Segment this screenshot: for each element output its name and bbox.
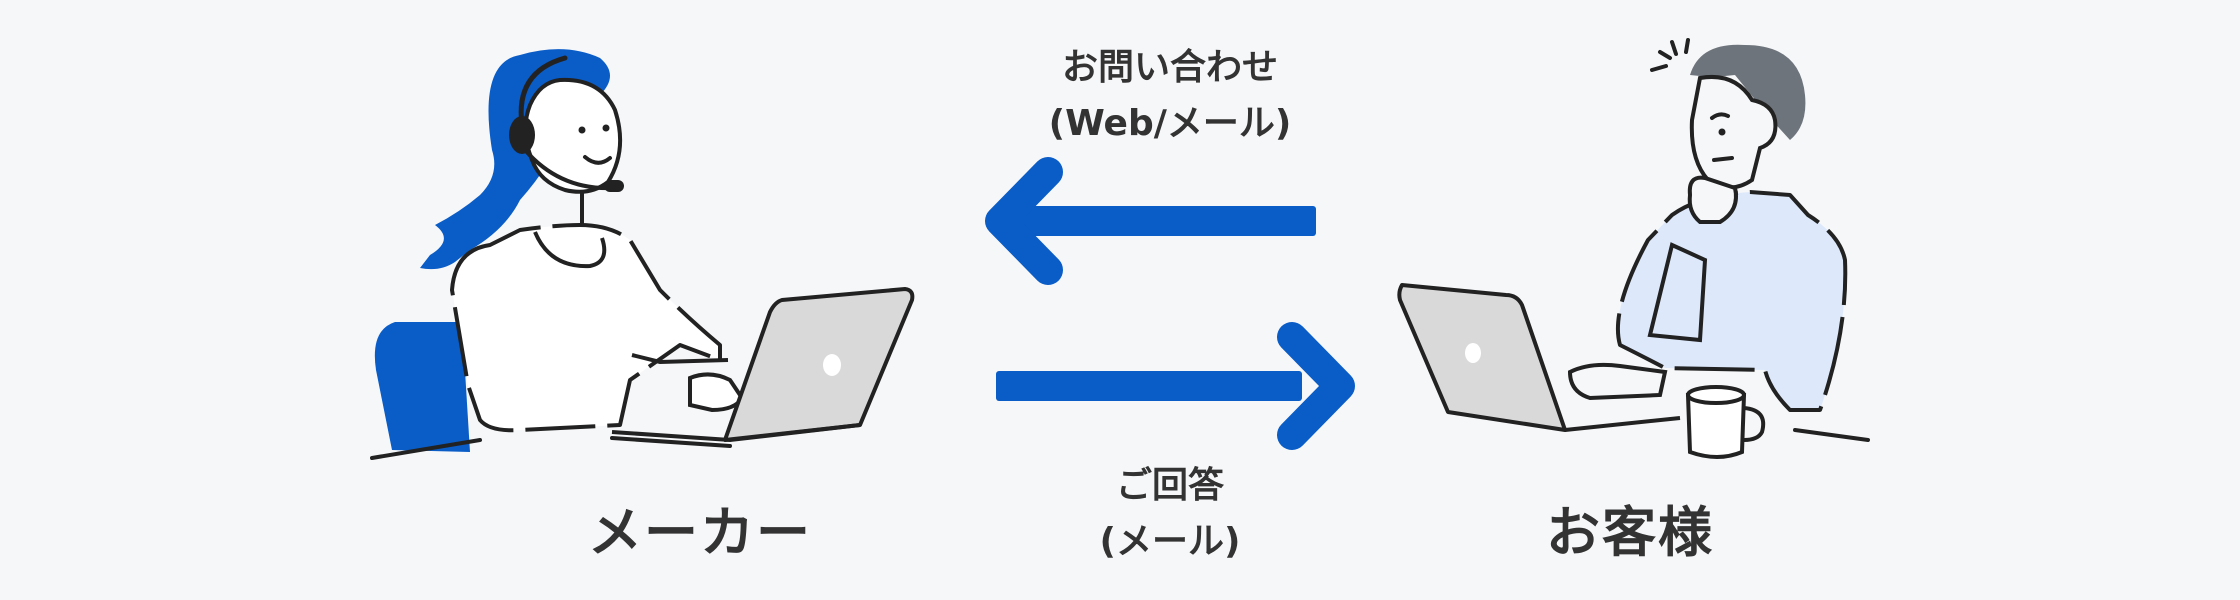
customer-label: お客様 <box>1546 501 1714 564</box>
maker-mouth <box>583 155 612 165</box>
headset-band <box>518 55 568 128</box>
customer-hand-typing <box>1567 362 1668 401</box>
mug <box>1685 393 1747 459</box>
maker-label: メーカー <box>588 501 812 564</box>
inquiry-line2: (Web/メール) <box>1048 103 1292 144</box>
maker-body <box>450 223 722 433</box>
mug-rim <box>1686 385 1746 405</box>
answer-label: ご回答 (メール) <box>960 458 1380 570</box>
maker-arm <box>631 353 729 365</box>
chair-shape <box>374 322 470 452</box>
maker-desk-line <box>610 436 732 448</box>
maker-illustration <box>370 49 915 460</box>
maker-collar <box>533 231 607 269</box>
headset-mic-arm <box>523 148 613 191</box>
maker-eye <box>578 126 586 134</box>
maker-desk-line <box>370 438 482 460</box>
arrow-left <box>985 157 1316 285</box>
arrow-right <box>996 322 1355 450</box>
maker-hand <box>688 372 745 413</box>
maker-laptop-logo <box>823 354 841 376</box>
customer-arm <box>1647 242 1708 343</box>
answer-line1: ご回答 <box>1115 465 1224 506</box>
customer-mouth <box>1712 156 1734 162</box>
customer-brow <box>1710 112 1730 120</box>
customer-laptop-base <box>1564 416 1681 432</box>
customer-laptop-logo <box>1465 343 1481 363</box>
customer-laptop-screen <box>1397 283 1567 432</box>
maker-face <box>523 77 623 194</box>
mug-handle <box>1743 406 1766 442</box>
maker-laptop-base <box>611 423 861 443</box>
maker-laptop-screen <box>723 287 915 442</box>
customer-eye <box>1718 128 1726 136</box>
headset-earpiece <box>509 116 535 154</box>
inquiry-label: お問い合わせ (Web/メール) <box>960 40 1380 152</box>
thinking-marks <box>1650 38 1690 72</box>
answer-line2: (メール) <box>1099 521 1241 562</box>
maker-eye <box>602 124 610 132</box>
customer-desk-line <box>1793 428 1870 442</box>
customer-hair <box>1690 44 1806 140</box>
inquiry-line1: お問い合わせ <box>1061 47 1278 88</box>
headset-mic <box>604 180 624 192</box>
customer-hand-chin <box>1687 175 1738 224</box>
customer-illustration <box>1397 38 1870 459</box>
